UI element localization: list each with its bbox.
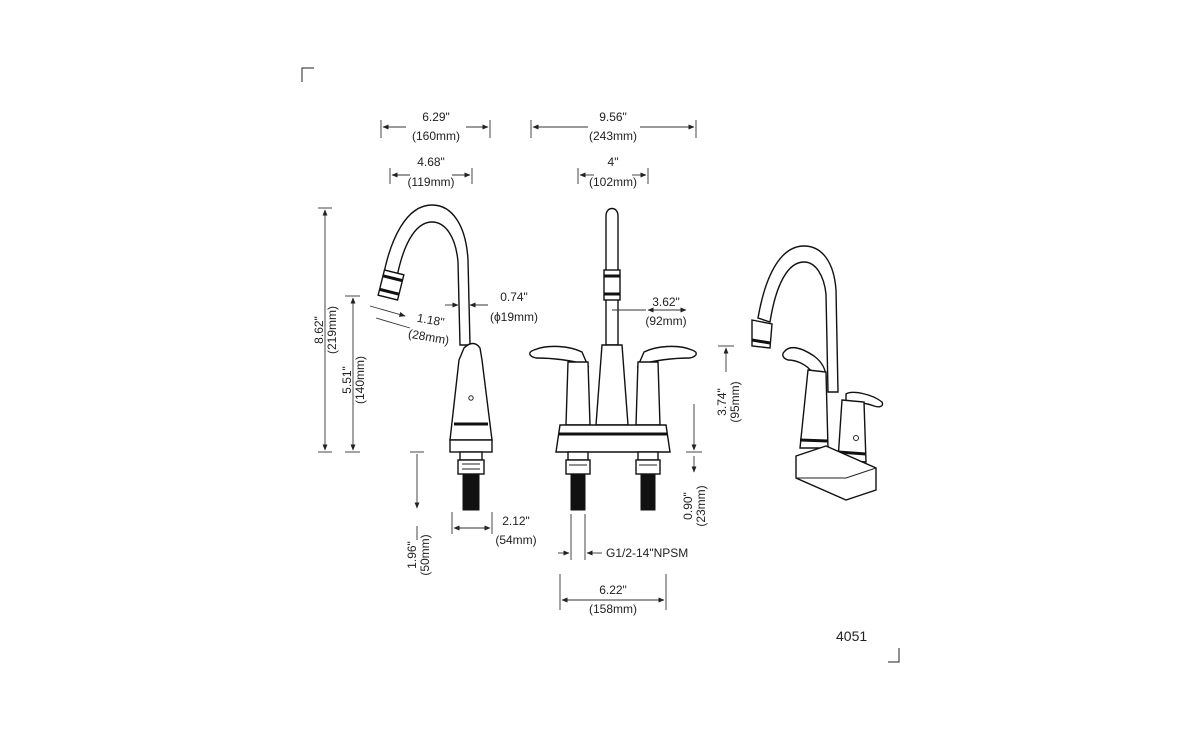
crop-mark-bottom-right xyxy=(888,648,900,663)
dim-spout-height-in: 5.51" xyxy=(340,366,354,394)
dim-base-thickness-in: 0.90" xyxy=(681,492,695,520)
dim-base-width-in: 6.22" xyxy=(599,583,627,597)
side-base xyxy=(449,439,493,453)
dim-overall-height-in: 8.62" xyxy=(312,316,326,344)
dim-handle-height-mm: (95mm) xyxy=(728,381,742,422)
side-aerator xyxy=(377,269,405,301)
perspective-view xyxy=(751,245,884,501)
dim-shank-length-in: 1.96" xyxy=(405,541,419,569)
dim-handle-reach-mm: (92mm) xyxy=(645,314,686,328)
crop-mark-top-left xyxy=(301,67,314,82)
dim-aerator-offset-mm: (28mm) xyxy=(407,327,450,348)
dim-overall-width-mm: (243mm) xyxy=(589,129,637,143)
side-view: 6.29" (160mm) 4.68" (119mm) 8.62" (219mm… xyxy=(312,110,538,576)
thread-spec-label: G1/2-14"NPSM xyxy=(606,546,688,560)
dim-overall-depth-mm: (160mm) xyxy=(412,129,460,143)
dim-base-thickness-mm: (23mm) xyxy=(694,485,708,526)
side-body-mark xyxy=(468,395,474,401)
dim-handle-reach-in: 3.62" xyxy=(652,295,680,309)
front-right-shank xyxy=(640,473,656,511)
perspective-spout xyxy=(757,245,839,393)
dim-center-spread-in: 4" xyxy=(608,155,619,169)
dim-center-spread-mm: (102mm) xyxy=(589,175,637,189)
dim-base-width-mm: (158mm) xyxy=(589,602,637,616)
dim-base-depth-mm: (54mm) xyxy=(495,533,536,547)
dim-spout-reach-mm: (119mm) xyxy=(407,175,454,189)
front-right-handle xyxy=(636,345,697,368)
dim-spout-reach-in: 4.68" xyxy=(417,155,445,169)
dim-base-depth-in: 2.12" xyxy=(502,514,530,528)
front-left-handle xyxy=(529,345,590,368)
dim-spout-diameter-in: 0.74" xyxy=(500,290,528,304)
side-body xyxy=(449,342,493,441)
front-view: 9.56" (243mm) 4" (102mm) 3.62" (92mm) 3.… xyxy=(529,110,742,616)
dim-shank-length-mm: (50mm) xyxy=(418,534,432,575)
dim-overall-depth-in: 6.29" xyxy=(422,110,450,124)
front-base xyxy=(555,424,671,453)
front-left-shank xyxy=(570,473,586,511)
model-number: 4051 xyxy=(836,628,867,644)
dim-overall-height-mm: (219mm) xyxy=(325,306,339,354)
dim-spout-height-mm: (140mm) xyxy=(353,356,367,404)
dim-handle-height-in: 3.74" xyxy=(715,388,729,416)
dim-overall-width-in: 9.56" xyxy=(599,110,627,124)
dim-aerator-offset-in: 1.18" xyxy=(416,311,446,330)
dim-spout-diameter-mm: (ϕ19mm) xyxy=(490,310,538,324)
side-shank xyxy=(462,473,480,511)
